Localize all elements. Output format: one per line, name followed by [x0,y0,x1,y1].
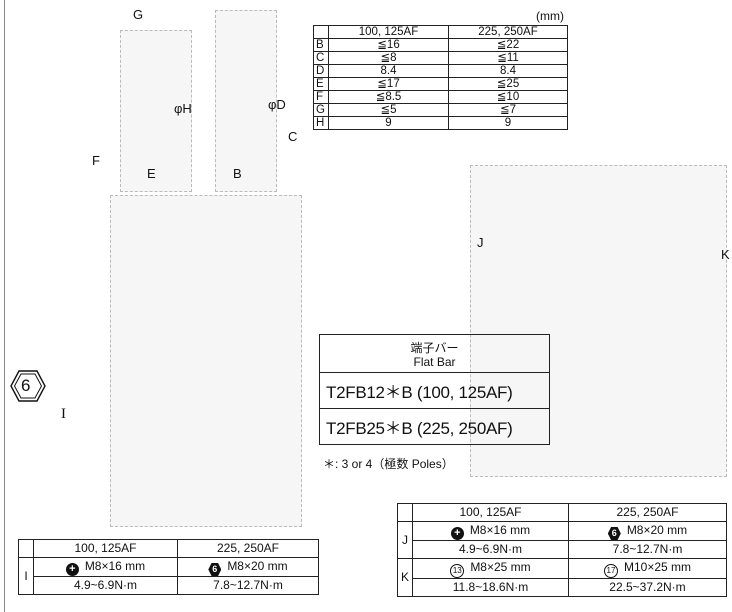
breaker-side-illustration [470,165,727,477]
flat-bar-part-1: T2FB12＊B (100, 125AF) [320,372,549,408]
screw-size: M8×25 mm [470,560,531,574]
table-I-torque-col1: 4.9~6.9N·m [33,576,178,595]
screw-size: M8×20 mm [227,559,288,573]
dim-cell: ≦5 [328,103,449,117]
table-I-screw-col1: + M8×16 mm [33,557,178,577]
dim-header-col1: 100, 125AF [328,25,449,39]
step-number: 6 [21,376,31,395]
table-J-torque-col2: 7.8~12.7N·m [568,540,727,559]
table-K-torque-col2: 22.5~37.2N·m [568,578,727,597]
dimension-table: 100, 125AF 225, 250AF B ≦16 ≦22 C ≦8 ≦11… [313,25,568,130]
label-F: F [92,153,100,168]
step-hexagon-icon [10,370,46,402]
flat-bar-part-2: T2FB25＊B (225, 250AF) [320,408,549,444]
dim-row-label: B [313,38,329,52]
dim-row-label: G [313,103,329,117]
table-K-screw-col2: 17 M10×25 mm [568,558,727,579]
flat-bar-title-jp: 端子バー [410,341,459,355]
dim-cell: ≦17 [328,77,449,91]
breaker-illustration [110,195,302,527]
label-K: K [721,247,730,262]
dim-cell: ≦7 [448,103,568,117]
label-E: E [147,166,156,181]
table-K-screw-col1: 13 M8×25 mm [412,558,569,579]
torque-table-I: 100, 125AF 225, 250AF I + M8×16 mm 6 M8×20… [18,539,319,595]
hex-6-icon: 6 [607,527,621,540]
label-G: G [133,7,144,22]
label-D: φD [268,97,286,112]
dim-row-label: C [313,51,329,65]
dim-header-col2: 225, 250AF [448,25,568,39]
wrench-17-icon: 17 [603,564,618,578]
label-H: φH [174,101,192,116]
flat-terminal-illustration [120,30,192,192]
dim-cell: 8.4 [328,64,449,78]
dim-row-label: F [313,90,329,104]
label-C: C [288,129,298,144]
table-J-screw-col2: 6 M8×20 mm [568,521,727,541]
table-K-torque-col1: 11.8~18.6N·m [412,578,569,597]
label-I: I [61,406,66,422]
dim-cell: ≦11 [448,51,568,65]
hex-6-icon: 6 [208,563,222,576]
dim-cell: 8.4 [448,64,568,78]
dim-cell: 9 [328,116,449,130]
flat-bar-title-en: Flat Bar [413,355,456,369]
dim-row-label: E [313,77,329,91]
table-J-screw-col1: + M8×16 mm [412,521,569,541]
dim-cell: ≦10 [448,90,568,104]
table-I-header-col2: 225, 250AF [177,539,319,558]
label-B: B [233,166,242,181]
table-JK-row-label-J: J [397,521,413,559]
screw-size: M10×25 mm [623,560,692,574]
poles-note: ＊: 3 or 4（極数 Poles） [323,457,454,471]
label-J: J [477,235,484,250]
dim-cell: ≦22 [448,38,568,52]
dim-header-blank [313,25,329,39]
torque-table-JK: 100, 125AF 225, 250AF J + M8×16 mm 6 M8×20… [397,503,727,597]
flat-bar-heading: 端子バー Flat Bar [320,335,549,372]
table-JK-header-col2: 225, 250AF [568,503,727,522]
ring-terminal-illustration [215,10,277,192]
wrench-13-icon: 13 [450,564,465,578]
dim-cell: ≦8.5 [328,90,449,104]
dim-cell: ≦8 [328,51,449,65]
table-I-header-col1: 100, 125AF [33,539,178,558]
dim-row-label: D [313,64,329,78]
dim-cell: ≦25 [448,77,568,91]
table-I-row-label: I [18,557,34,595]
table-JK-row-label-K: K [397,558,413,597]
table-JK-header-col1: 100, 125AF [412,503,569,522]
table-J-torque-col1: 4.9~6.9N·m [412,540,569,559]
dim-cell: 9 [448,116,568,130]
table-JK-corner [397,503,413,522]
page-edge-line [4,0,5,612]
table-I-screw-col2: 6 M8×20 mm [177,557,319,577]
screw-size: M8×20 mm [626,523,688,537]
table-I-torque-col2: 7.8~12.7N·m [177,576,319,595]
table-I-corner [18,539,34,558]
dim-row-label: H [313,116,329,130]
screw-size: M8×16 mm [469,523,531,537]
screw-size: M8×16 mm [84,559,146,573]
plus-head-icon: + [65,563,79,576]
units-label: (mm) [536,9,564,23]
plus-head-icon: + [450,527,464,540]
flat-bar-box: 端子バー Flat Bar T2FB12＊B (100, 125AF) T2FB… [319,334,550,445]
dim-cell: ≦16 [328,38,449,52]
